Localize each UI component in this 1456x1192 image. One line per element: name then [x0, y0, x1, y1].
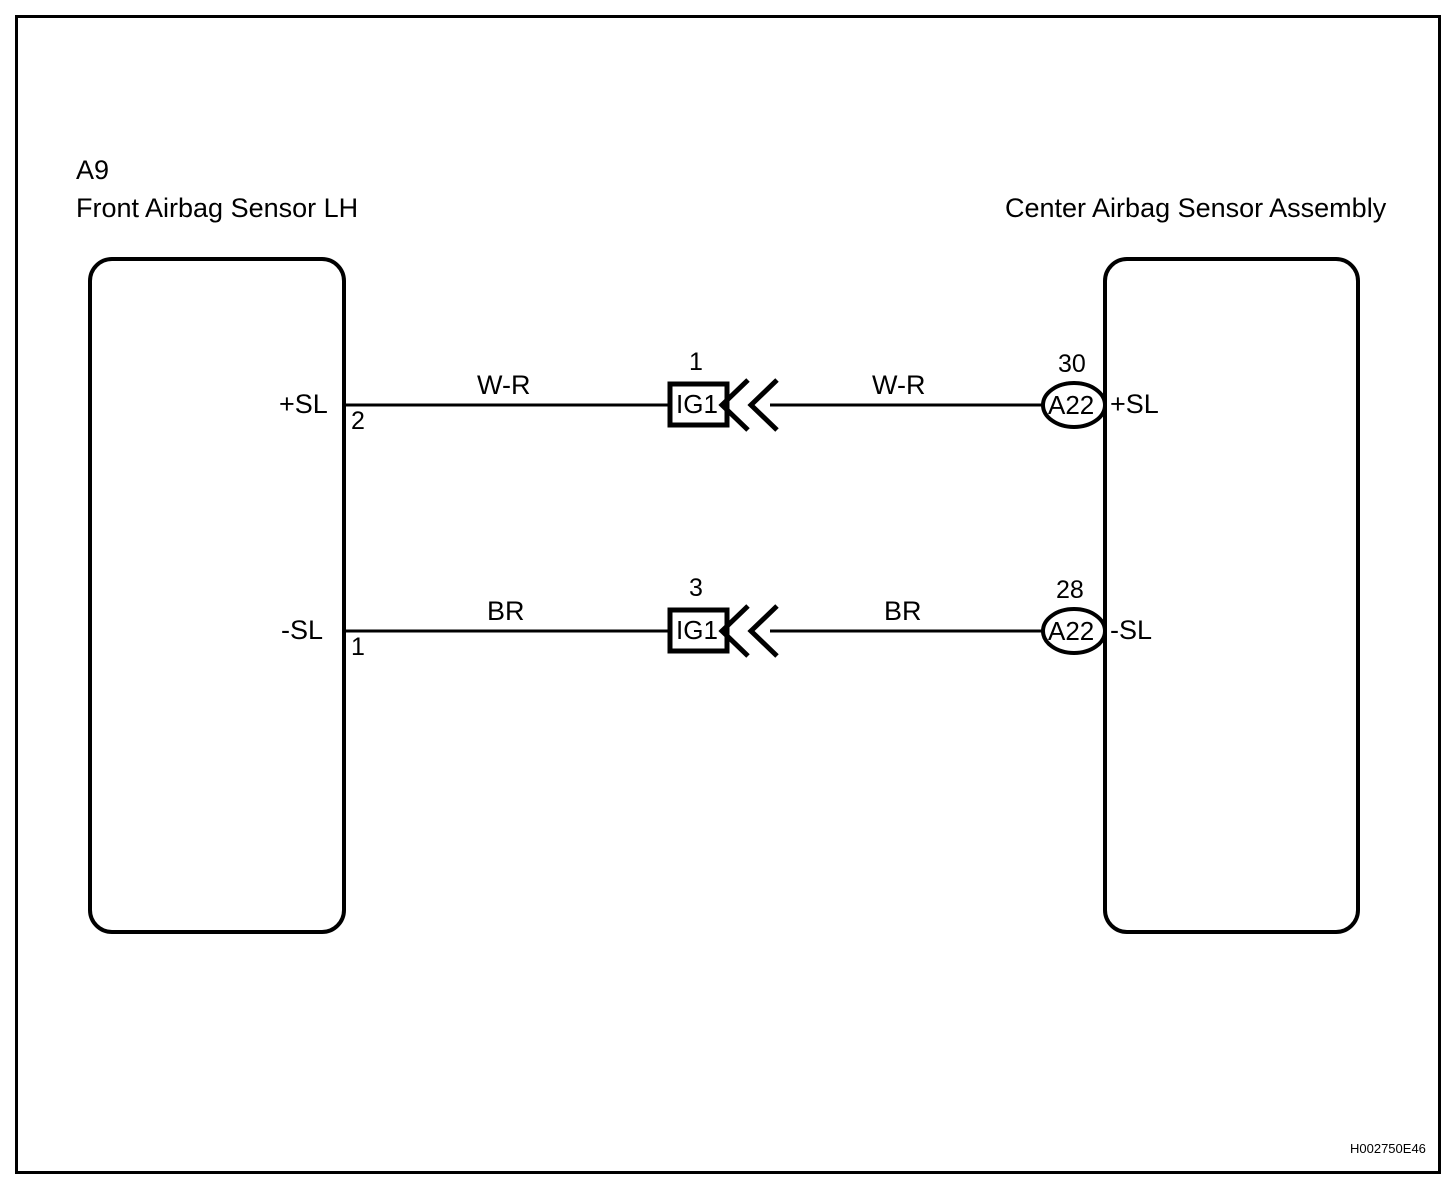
right-connector-row1: A22 [1048, 390, 1095, 420]
left-pin-row1: 2 [351, 407, 365, 435]
junction-label-row1: IG1 [676, 389, 718, 419]
wire-label-row2-left: BR [487, 596, 525, 626]
left-pin-row2: 1 [351, 633, 365, 661]
wire-label-row2-right: BR [884, 596, 922, 626]
right-component-box [1103, 257, 1360, 934]
chevron-inner-row2 [718, 604, 750, 658]
left-component-box [88, 257, 346, 934]
right-terminal-row2: -SL [1110, 615, 1153, 645]
right-pin-row2: 28 [1056, 576, 1084, 604]
left-component-name: Front Airbag Sensor LH [76, 193, 359, 223]
right-terminal-row1: +SL [1110, 389, 1159, 419]
right-pin-row1: 30 [1058, 350, 1086, 378]
left-terminal-row1: +SL [279, 389, 328, 419]
junction-number-row1: 1 [689, 348, 703, 376]
chevron-inner-row1 [718, 378, 750, 432]
junction-box-row1 [667, 381, 730, 428]
wire-label-row1-left: W-R [477, 370, 531, 400]
wire-label-row1-right: W-R [872, 370, 926, 400]
chevron-outer-row1 [747, 378, 779, 432]
junction-number-row2: 3 [689, 574, 703, 602]
right-connector-row2: A22 [1048, 616, 1095, 646]
junction-box-row2 [667, 607, 730, 654]
page-border [15, 15, 1441, 1174]
chevron-outer-row2 [747, 604, 779, 658]
junction-label-row2: IG1 [676, 615, 718, 645]
left-terminal-row2: -SL [281, 615, 324, 645]
figure-code: H002750E46 [1350, 1141, 1426, 1156]
right-component-name: Center Airbag Sensor Assembly [1005, 193, 1387, 223]
left-component-code: A9 [76, 155, 110, 185]
